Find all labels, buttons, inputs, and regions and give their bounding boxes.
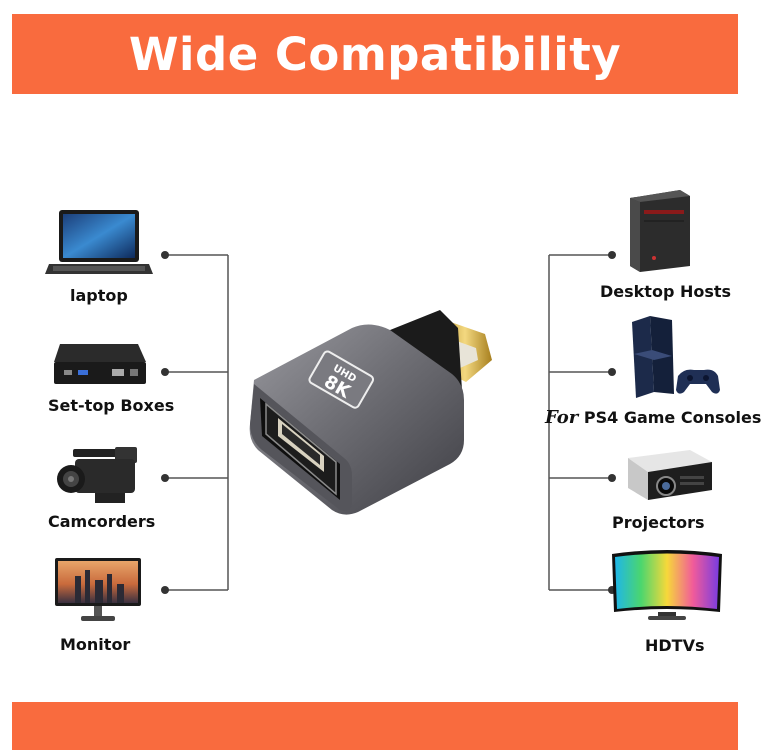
label-camcorders: Camcorders [48, 512, 156, 531]
label-laptop: laptop [70, 286, 128, 305]
label-ps4-text: PS4 Game Consoles [583, 408, 761, 427]
label-ps4-game-consoles: For PS4 Game Consoles [545, 407, 761, 428]
laptop-icon [45, 210, 153, 274]
desktop-tower-icon [630, 190, 690, 272]
banner-title: Wide Compatibility [128, 27, 622, 81]
label-desktop-hosts: Desktop Hosts [600, 282, 732, 301]
monitor-icon [55, 558, 141, 621]
label-hdtvs: HDTVs [645, 636, 705, 655]
set-top-box-icon [54, 344, 146, 384]
displayport-adapter-icon: UHD 8K [249, 310, 492, 515]
bottom-banner [12, 702, 738, 750]
label-set-top-boxes: Set-top Boxes [48, 396, 175, 415]
projector-icon [628, 450, 712, 500]
camcorder-icon [57, 447, 137, 503]
curved-tv-icon [612, 550, 722, 620]
label-for-prefix: For [545, 407, 579, 428]
top-banner: Wide Compatibility [12, 14, 738, 94]
game-console-icon [632, 316, 720, 398]
label-monitor: Monitor [60, 635, 131, 654]
label-projectors: Projectors [612, 513, 705, 532]
